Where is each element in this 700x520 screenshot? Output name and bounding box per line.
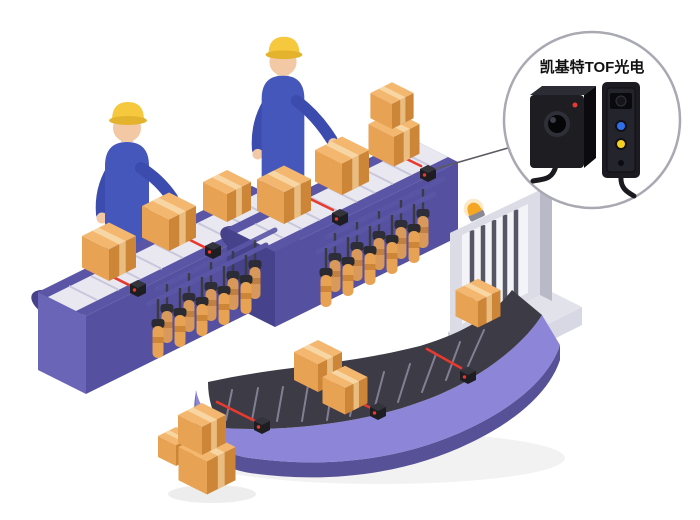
laser-beam: [425, 347, 463, 370]
product-cable: [530, 163, 559, 184]
hard-hat-icon: [265, 36, 303, 60]
callout-label: 凯基特TOF光电: [540, 58, 645, 76]
laser-beam: [215, 400, 257, 423]
warning-lamp-icon: [463, 198, 485, 222]
led-indicator-yellow: [615, 138, 627, 150]
product-cable: [618, 173, 637, 199]
floor-boxes: [158, 403, 256, 503]
led-indicator-blue: [615, 120, 627, 132]
callout: 凯基特TOF光电: [502, 30, 682, 210]
hanging-rack-left: [145, 227, 278, 360]
belt-surface: [208, 290, 542, 429]
sensor-lens-icon: [544, 111, 570, 137]
lower-conveyor: [158, 190, 582, 503]
sensor-product-flat: [602, 82, 640, 199]
hanging-rack-right: [315, 176, 446, 309]
hard-hat-icon: [109, 102, 147, 125]
sensor-product-cube: [530, 86, 596, 184]
leader-line: [434, 147, 509, 170]
conveyor-base: [195, 315, 561, 463]
